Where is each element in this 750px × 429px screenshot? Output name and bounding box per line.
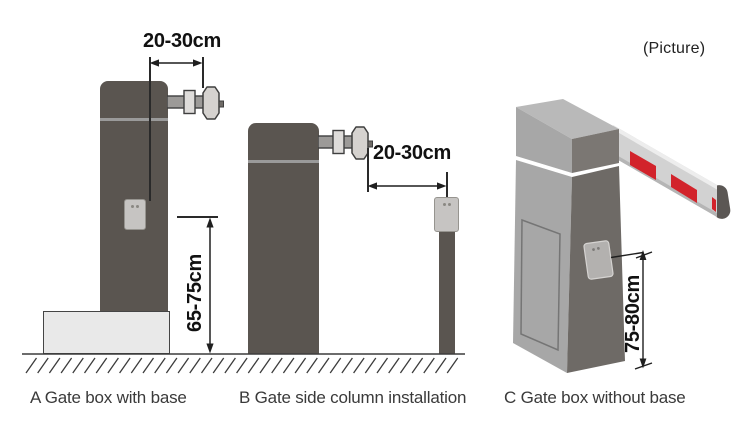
extension-line [177, 216, 218, 218]
cabinet-band-a [100, 118, 168, 121]
ground-hatching [22, 353, 465, 374]
picture-note: (Picture) [643, 40, 706, 57]
barrier-arm-stub-a [167, 86, 224, 120]
dimension-label-b-width: 20-30cm [373, 142, 451, 164]
figure-caption-a: A Gate box with base [30, 388, 187, 407]
gate-cabinet-a [100, 81, 168, 315]
dimension-label-a-height: 65-75cm [184, 254, 206, 332]
arm-reflective-stripe [630, 151, 656, 180]
gate-cabinet-b [248, 123, 319, 354]
cabinet-side-face [572, 129, 619, 173]
dimension-label-a-width: 20-30cm [143, 30, 221, 52]
extension-line [202, 57, 204, 88]
keypad-panel-c [583, 240, 614, 280]
arm-reflective-stripe [671, 174, 697, 203]
barrier-arm [613, 125, 731, 219]
gate-3d-illustration [513, 99, 731, 373]
cabinet-front-face [513, 160, 572, 373]
keypad-dots [447, 203, 451, 206]
cabinet-base-a [43, 311, 170, 354]
dimension-label-c-height: 75-80cm [622, 275, 644, 353]
cabinet-band-b [248, 160, 319, 163]
figure-caption-b: B Gate side column installation [239, 388, 467, 407]
door-outline [520, 218, 561, 352]
side-column-b [439, 230, 455, 354]
cabinet-top-face [516, 99, 619, 139]
keypad-dots [136, 205, 139, 208]
dimension-arrow-a-height [206, 217, 214, 354]
figure-caption-c: C Gate box without base [504, 388, 686, 407]
dimension-arrow-a-width [149, 59, 203, 67]
extension-line [367, 148, 369, 192]
dimension-arrow-b-width [367, 182, 447, 190]
arm-reflective-stripe [712, 197, 716, 212]
extension-line [446, 172, 448, 198]
cabinet-front-face [516, 107, 572, 173]
extension-line [149, 57, 151, 201]
keypad-panel-b [434, 197, 459, 232]
keypad-panel-a [124, 199, 146, 230]
keypad-dots [131, 205, 134, 208]
keypad-dots [442, 203, 446, 206]
